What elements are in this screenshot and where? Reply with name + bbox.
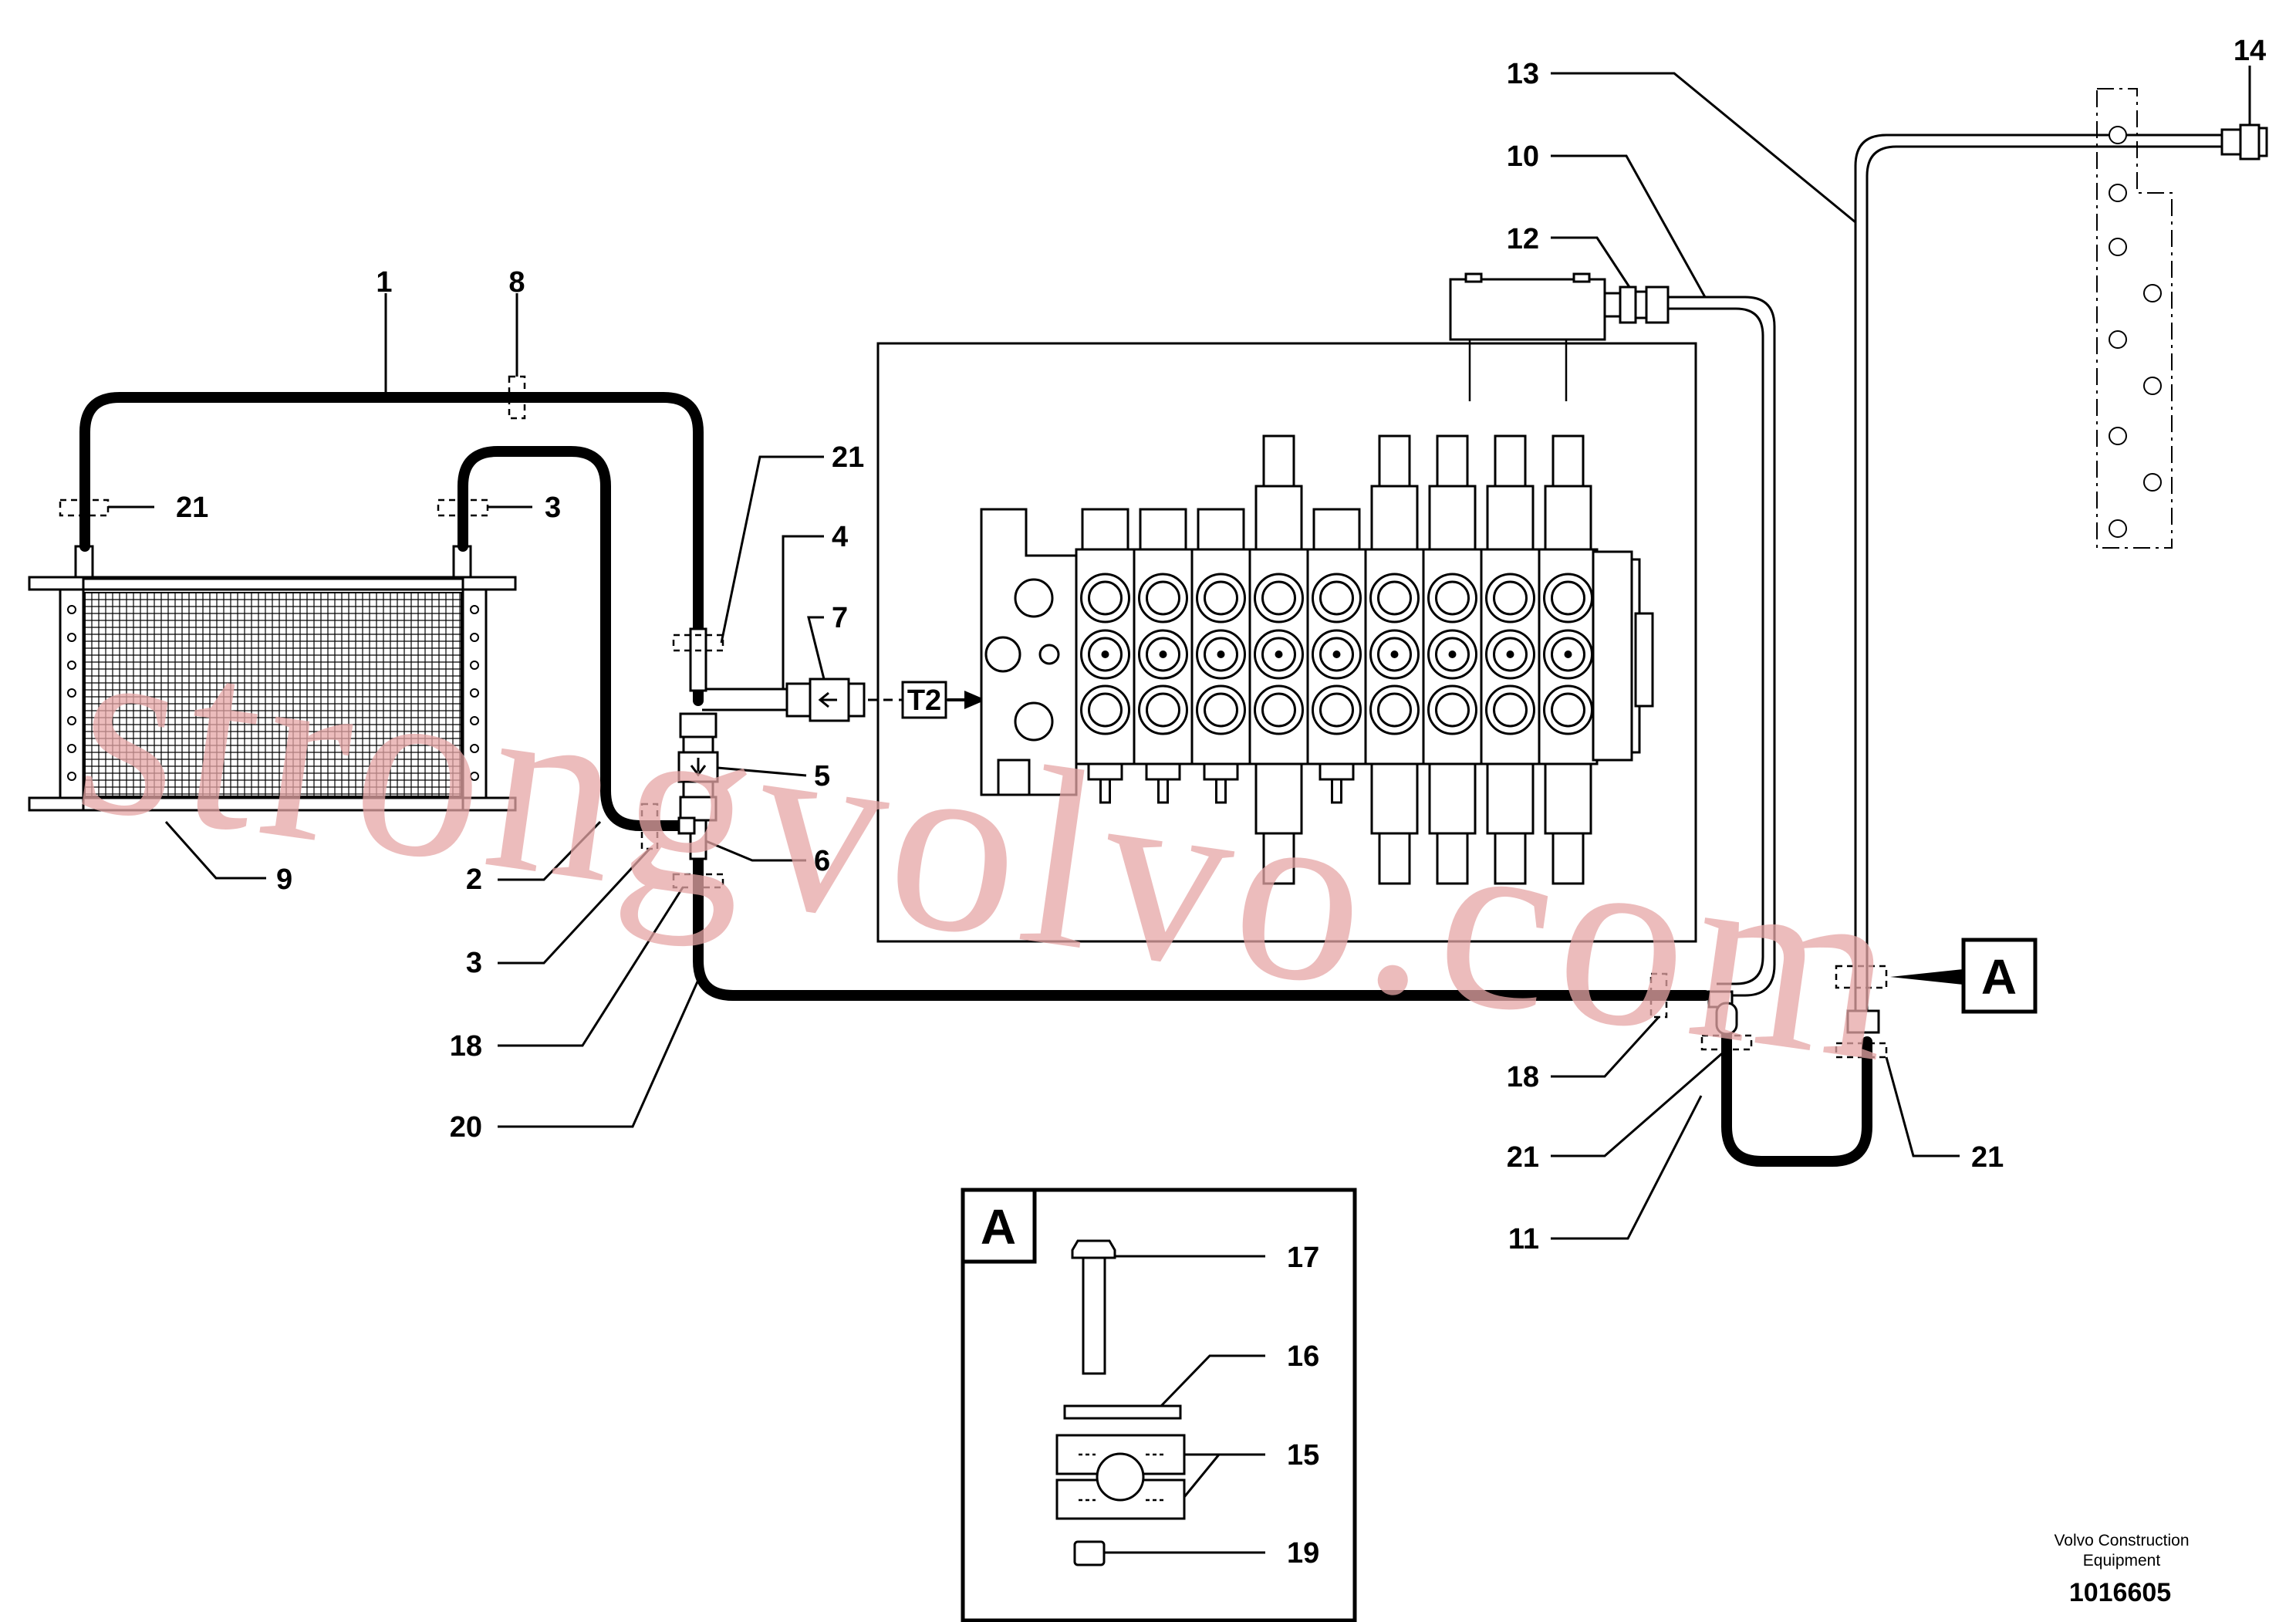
check-valve-5 xyxy=(677,751,719,783)
cooler-mount-holes xyxy=(67,605,479,781)
control-valve xyxy=(876,342,1697,943)
callout-3: 3 xyxy=(466,947,482,979)
callout-18: 18 xyxy=(450,1030,482,1063)
callout-labels: 1 8 21 3 21 4 7 5 6 9 2 3 18 20 13 10 12… xyxy=(176,35,2266,1570)
hose-11 xyxy=(1721,1021,1872,1167)
port-label-t2: T2 xyxy=(907,684,941,717)
hose-1 xyxy=(79,392,704,706)
callout-11: 11 xyxy=(1508,1223,1539,1255)
callout-10: 10 xyxy=(1507,140,1539,173)
callout-5: 5 xyxy=(814,760,830,792)
callout-13: 13 xyxy=(1507,58,1539,90)
callout-18: 18 xyxy=(1507,1061,1539,1093)
view-ref-a: A xyxy=(1981,949,2017,1005)
hose-20 xyxy=(693,851,1710,1001)
callout-21: 21 xyxy=(832,441,864,474)
tubes xyxy=(702,133,2222,1019)
fitting-14 xyxy=(2239,123,2261,161)
cooler-core xyxy=(84,592,462,797)
relief-fitting xyxy=(1449,272,1670,401)
mounting-bracket xyxy=(2096,88,2268,549)
footer-company-line1: Volvo Construction xyxy=(2054,1532,2189,1549)
oil-cooler xyxy=(28,545,517,812)
valve-sections xyxy=(1075,434,1599,885)
detail-a: A xyxy=(961,1188,1357,1622)
callout-7: 7 xyxy=(832,602,848,634)
callout-20: 20 xyxy=(450,1111,482,1144)
nut-19 xyxy=(1073,1540,1106,1566)
callout-3: 3 xyxy=(545,492,561,524)
t-junction: T2 xyxy=(677,627,986,860)
valve-frame xyxy=(876,342,1697,943)
callout-19: 19 xyxy=(1287,1537,1319,1570)
washer-16 xyxy=(1063,1404,1182,1420)
callout-17: 17 xyxy=(1287,1242,1319,1274)
clamp-15 xyxy=(1055,1434,1186,1520)
callout-8: 8 xyxy=(508,266,525,299)
hose-2 xyxy=(458,446,684,831)
callout-9: 9 xyxy=(276,863,292,896)
callout-1: 1 xyxy=(376,266,392,299)
leader-lines xyxy=(108,66,2251,1554)
callout-21: 21 xyxy=(1971,1141,2004,1174)
callout-6: 6 xyxy=(814,845,830,877)
callout-4: 4 xyxy=(832,521,848,553)
footer-company-line2: Equipment xyxy=(2083,1552,2161,1570)
detail-label-a: A xyxy=(981,1199,1016,1255)
callout-21: 21 xyxy=(176,492,208,524)
port-t2-box xyxy=(901,681,947,719)
footer: Volvo Construction Equipment 1016605 xyxy=(2054,1532,2189,1607)
callout-14: 14 xyxy=(2234,35,2266,67)
bolt-17 xyxy=(1071,1239,1116,1259)
view-a-callout: A xyxy=(1890,938,2038,1014)
fitting-12 xyxy=(1619,286,1637,324)
drawing-number: 1016605 xyxy=(2069,1578,2171,1607)
clamps xyxy=(59,375,1888,1059)
callout-15: 15 xyxy=(1287,1439,1319,1472)
callout-2: 2 xyxy=(466,863,482,896)
callout-21: 21 xyxy=(1507,1141,1539,1174)
callout-16: 16 xyxy=(1287,1340,1319,1373)
callout-12: 12 xyxy=(1507,223,1539,255)
hoses xyxy=(79,392,1872,1167)
